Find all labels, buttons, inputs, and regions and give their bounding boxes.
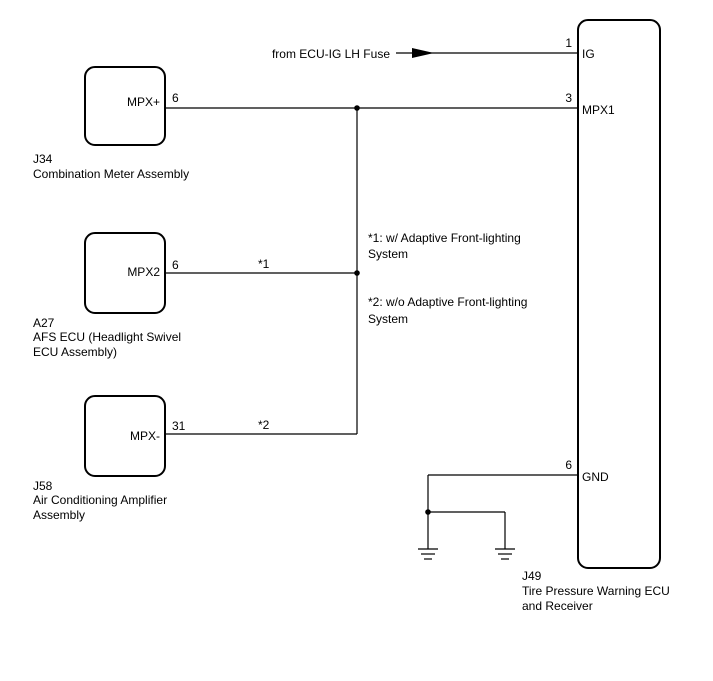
ac-amplifier-code: J58 — [33, 479, 53, 493]
combination-meter-box — [84, 66, 166, 146]
junction-dot — [425, 509, 431, 515]
note-1-line2: System — [368, 247, 408, 261]
note-2-line1: *2: w/o Adaptive Front-lighting — [368, 295, 527, 309]
afs-ecu-name-line1: AFS ECU (Headlight Swivel — [33, 330, 181, 344]
combination-meter-pin-label: MPX+ — [127, 95, 160, 109]
junction-dot — [354, 105, 360, 111]
wire-mark-1: *1 — [258, 257, 270, 271]
receiver-pin-label-gnd: GND — [582, 470, 609, 484]
receiver-pin-label-mpx1: MPX1 — [582, 103, 615, 117]
receiver-pin-num-ig: 1 — [565, 36, 572, 50]
note-1-line1: *1: w/ Adaptive Front-lighting — [368, 231, 521, 245]
combination-meter-code: J34 — [33, 152, 53, 166]
receiver-box — [577, 19, 661, 569]
receiver-name-line1: Tire Pressure Warning ECU — [522, 584, 670, 598]
ground-icon — [418, 548, 438, 560]
combination-meter-pin-num: 6 — [172, 91, 179, 105]
ac-amplifier-box — [84, 395, 166, 477]
ac-amplifier-pin-label: MPX- — [130, 429, 160, 443]
ac-amplifier-name-line1: Air Conditioning Amplifier — [33, 493, 167, 507]
receiver-pin-label-ig: IG — [582, 47, 595, 61]
afs-ecu-code: A27 — [33, 316, 55, 330]
wire-mark-2: *2 — [258, 418, 270, 432]
afs-ecu-name-line2: ECU Assembly) — [33, 345, 117, 359]
afs-ecu-pin-label: MPX2 — [127, 265, 160, 279]
ground-icon — [495, 548, 515, 560]
combination-meter-name: Combination Meter Assembly — [33, 167, 189, 181]
receiver-code: J49 — [522, 569, 542, 583]
receiver-name-line2: and Receiver — [522, 599, 593, 613]
note-2-line2: System — [368, 312, 408, 326]
receiver-pin-num-mpx1: 3 — [565, 91, 572, 105]
receiver-pin-num-gnd: 6 — [565, 458, 572, 472]
ac-amplifier-pin-num: 31 — [172, 419, 186, 433]
ac-amplifier-name-line2: Assembly — [33, 508, 85, 522]
junction-dot — [354, 270, 360, 276]
power-arrow-icon — [412, 48, 434, 58]
afs-ecu-pin-num: 6 — [172, 258, 179, 272]
power-source-label: from ECU-IG LH Fuse — [272, 47, 390, 61]
